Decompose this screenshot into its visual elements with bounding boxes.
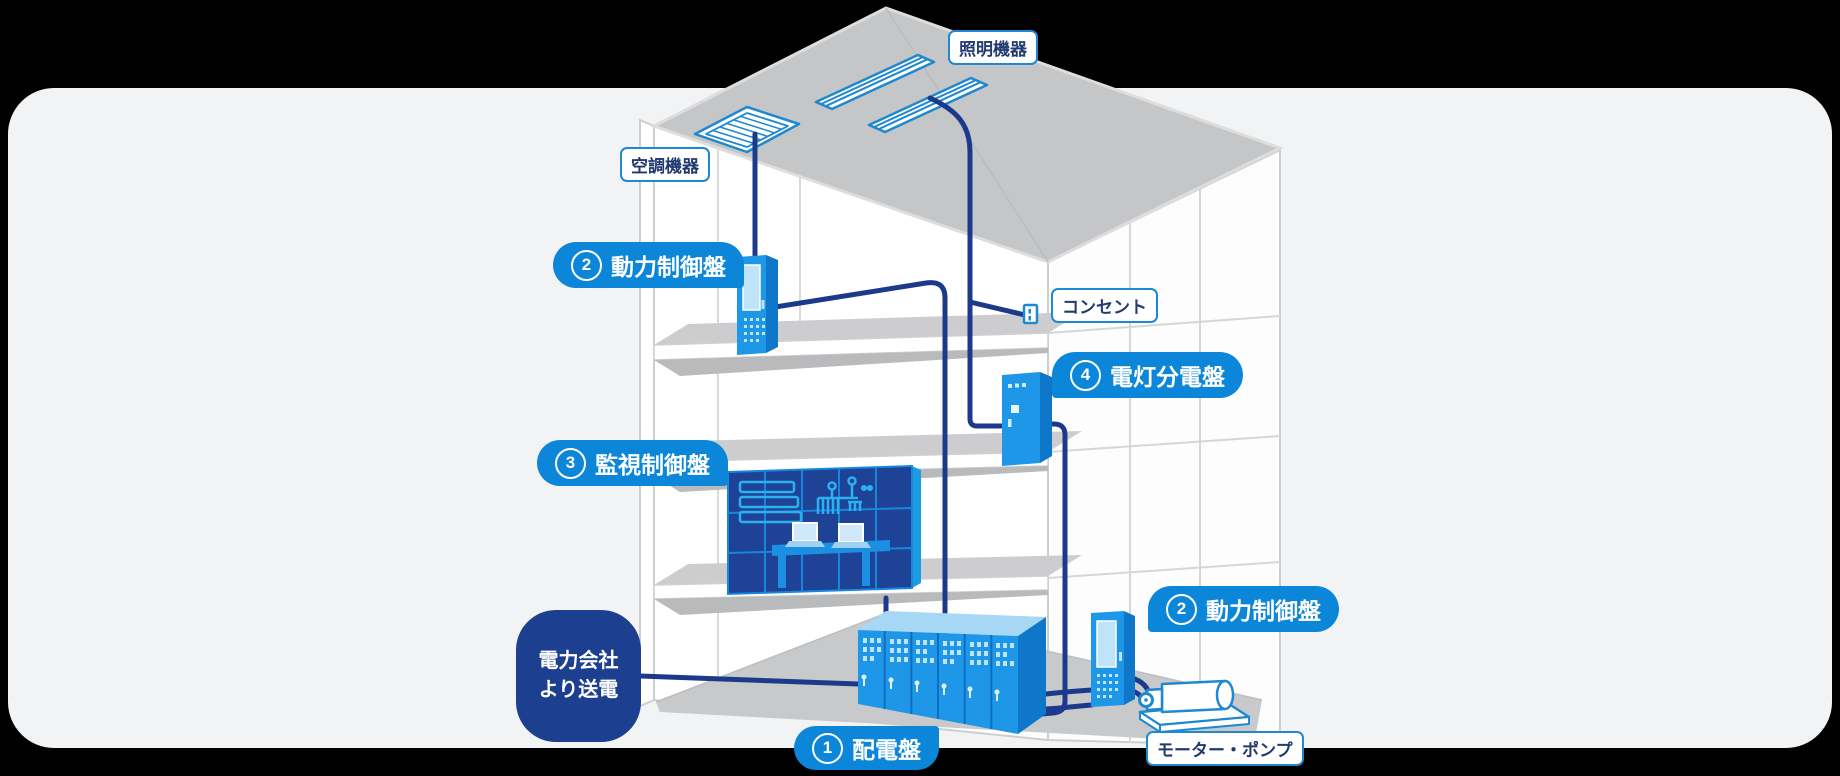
callout-label: 配電盤 <box>852 737 921 763</box>
motor-pump-icon <box>1138 679 1251 733</box>
cable-switchboard-to-panel <box>1043 702 1095 712</box>
motor-pump-label: モーター・ポンプ <box>1157 741 1293 760</box>
power-control-panel-4f-icon <box>737 255 778 355</box>
callout-lighting-dist-panel: 4 電灯分電盤 <box>1052 352 1243 398</box>
callout-power-panel-4f: 2 動力制御盤 <box>553 242 744 288</box>
callout-label: 監視制御盤 <box>595 452 710 478</box>
outlet-icon <box>1022 303 1039 325</box>
cable-outlet-branch <box>967 299 1028 318</box>
lighting-distribution-panel-icon <box>1002 372 1052 466</box>
laptop-icon <box>831 523 871 548</box>
cable-utility-supply <box>637 673 861 687</box>
light-fixture-icon <box>814 53 936 111</box>
video-wall-icon <box>727 464 913 596</box>
cable-lighting-panel-riser <box>1036 421 1068 717</box>
callout-label: 動力制御盤 <box>611 254 726 280</box>
monitoring-control-room-icon <box>727 464 921 596</box>
lighting-equipment-tag: 照明機器 <box>948 30 1038 65</box>
cable-switchboard-to-panel <box>1043 687 1095 697</box>
outlet-tag: コンセント <box>1051 288 1158 323</box>
callout-label: 電灯分電盤 <box>1110 364 1225 390</box>
callout-number: 3 <box>555 447 586 479</box>
outlet-label: コンセント <box>1062 298 1147 317</box>
callout-monitoring-panel: 3 監視制御盤 <box>537 440 728 486</box>
switchboard-indicators <box>863 638 1014 666</box>
cable-lighting-circuit <box>927 95 1004 429</box>
light-fixture-icon <box>867 76 989 134</box>
lighting-equipment-label: 照明機器 <box>959 40 1027 59</box>
power-company-supply-box: 電力会社 より送電 <box>516 610 641 742</box>
switchboard-handles <box>861 674 1000 701</box>
callout-switchboard: 1 配電盤 <box>794 726 939 770</box>
callout-label: 動力制御盤 <box>1206 598 1321 624</box>
callout-power-panel-1f: 2 動力制御盤 <box>1148 586 1339 632</box>
supply-label-line1: 電力会社 <box>538 650 619 672</box>
cables <box>637 95 1152 717</box>
cable-power-circuit-4f <box>766 280 948 649</box>
switchboard-icon <box>858 611 1046 734</box>
callout-number: 2 <box>1166 593 1197 625</box>
wall-diagram-graphics <box>738 476 874 524</box>
callout-number: 4 <box>1070 359 1101 391</box>
power-control-panel-1f-icon <box>1091 611 1135 707</box>
laptop-icon <box>785 522 825 547</box>
hvac-equipment-tag: 空調機器 <box>620 147 710 182</box>
callout-number: 1 <box>812 732 843 764</box>
supply-label-line2: より送電 <box>538 679 619 701</box>
hvac-equipment-label: 空調機器 <box>631 157 699 176</box>
hvac-unit-icon <box>693 105 801 154</box>
motor-pump-tag: モーター・ポンプ <box>1146 731 1304 766</box>
callout-number: 2 <box>571 249 602 281</box>
